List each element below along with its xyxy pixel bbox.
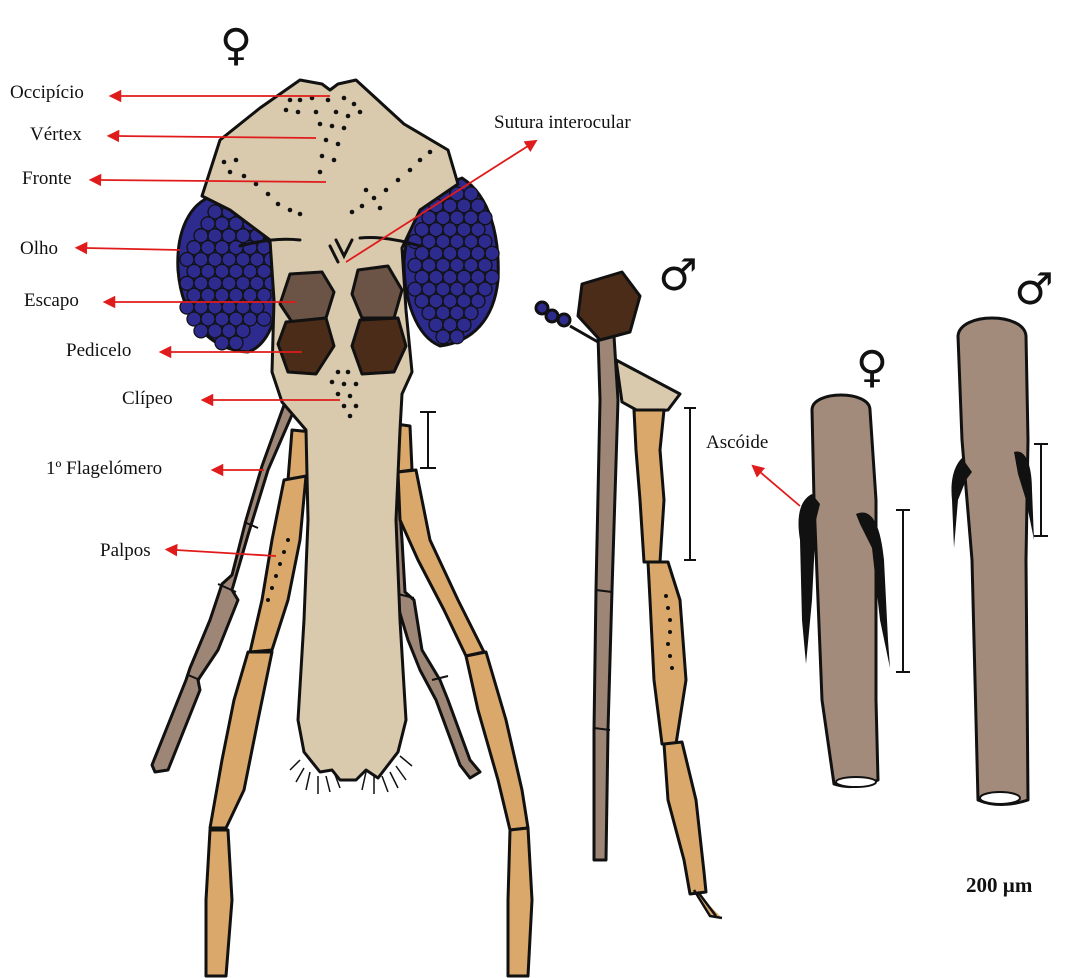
label-clipeo: Clípeo — [122, 388, 173, 409]
label-flagelomero: 1º Flagelómero — [46, 458, 162, 479]
male-symbol-segment: ♂ — [1014, 264, 1053, 315]
ommatidium — [450, 330, 464, 344]
female-symbol-main: ♀ — [220, 20, 252, 71]
female-left-palp — [206, 430, 312, 976]
label-occipicio: Occipício — [10, 82, 84, 103]
male-antenna-drawing — [536, 272, 722, 918]
ommatidium — [257, 312, 271, 326]
ommatidium — [229, 336, 243, 350]
male-antenna-segment — [951, 318, 1034, 805]
label-sutura-interocular: Sutura interocular — [494, 112, 631, 133]
scale-bar-antenna — [684, 408, 696, 560]
label-olho: Olho — [20, 238, 58, 259]
female-right-pedicelo — [352, 318, 406, 374]
label-fronte: Fronte — [22, 168, 72, 189]
female-right-palp — [396, 424, 532, 976]
label-vertex: Vértex — [30, 124, 82, 145]
scale-bar-male-segment — [1034, 444, 1048, 536]
female-antenna-segment — [799, 395, 891, 787]
ommatidium — [215, 336, 229, 350]
ommatidium — [436, 330, 450, 344]
female-head-drawing — [152, 80, 532, 976]
label-escapo: Escapo — [24, 290, 79, 311]
label-pedicelo: Pedicelo — [66, 340, 131, 361]
ommatidium — [194, 324, 208, 338]
label-ascoide: Ascóide — [706, 432, 768, 453]
female-symbol-segment: ♀ — [856, 342, 888, 393]
scale-bar-head — [420, 412, 436, 468]
scale-bar-female-segment — [896, 510, 910, 672]
female-left-escapo — [280, 272, 334, 322]
scale-bar-label: 200 µm — [966, 873, 1033, 897]
male-symbol-antenna: ♂ — [658, 250, 697, 301]
label-palpos: Palpos — [100, 540, 151, 561]
